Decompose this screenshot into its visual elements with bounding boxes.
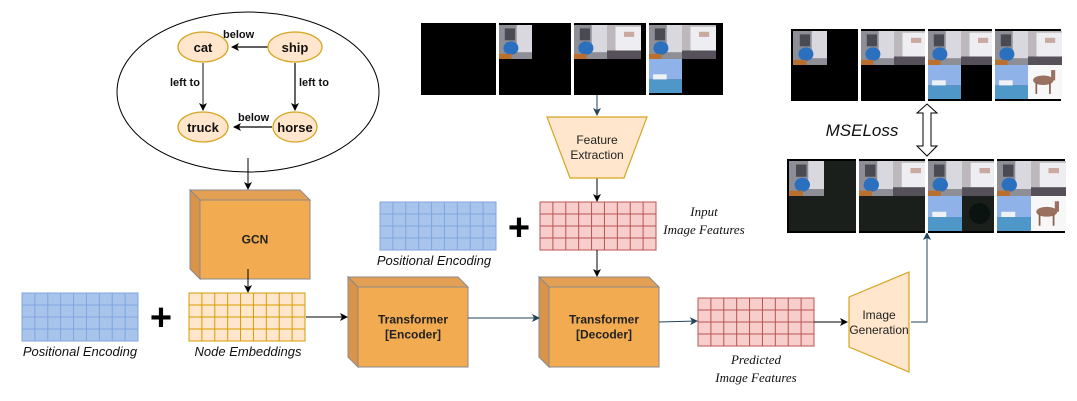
edge-label-ship-cat: below — [223, 29, 255, 41]
tile-person — [927, 31, 961, 65]
tile-truck — [607, 25, 641, 59]
target-image-sequence-frame-2 — [860, 31, 928, 99]
node-cat-label: cat — [194, 40, 213, 55]
tile-person — [927, 161, 962, 196]
node-cat: cat — [177, 31, 229, 63]
transformer-decoder-block: Transformer[Decoder] — [537, 275, 661, 369]
tile-person — [793, 31, 827, 65]
feature-extraction-label-line1: Feature — [576, 133, 618, 147]
input-image-sequence-frame-1 — [423, 25, 496, 93]
transformer-decoder-block-label-2: [Decoder] — [576, 328, 632, 342]
tile-ship — [648, 59, 682, 93]
target-image-sequence-separator — [858, 29, 861, 101]
tile-ship — [994, 65, 1028, 99]
predicted-image-features-grid — [697, 297, 815, 347]
node-truck-label: truck — [187, 120, 220, 135]
arrow-decoder-to-predicted-features — [658, 317, 698, 326]
image-generation-block: Image Generation — [848, 271, 910, 373]
tile-person — [858, 161, 893, 196]
input-image-sequence — [421, 23, 723, 95]
transformer-encoder-block-label-1: Transformer — [378, 313, 448, 327]
target-image-sequence — [791, 29, 1062, 101]
tile-person — [789, 161, 824, 196]
input-image-features-grid — [539, 201, 657, 251]
transformer-encoder-block: Transformer[Encoder] — [346, 275, 470, 369]
generated-image-sequence-frame-3 — [927, 161, 997, 231]
image-generation-label-line2: Generation — [849, 323, 908, 337]
input-image-sequence-frame-3 — [573, 25, 646, 93]
target-image-sequence-frame-1 — [793, 31, 858, 99]
node-horse: horse — [272, 111, 318, 143]
gcn-block: GCN — [188, 188, 312, 281]
generated-image-sequence-frame-2 — [858, 161, 928, 231]
edge-label-horse-truck: below — [238, 112, 270, 124]
tile-person — [994, 31, 1028, 65]
positional-encoding-mid-label: Positional Encoding — [377, 253, 492, 268]
tile-truck — [894, 31, 928, 65]
gcn-block-label-1: GCN — [242, 233, 269, 247]
tile-person — [648, 25, 682, 59]
input-image-sequence-frame-4 — [648, 25, 721, 93]
plus-sign-mid: + — [508, 207, 530, 249]
generated-image-sequence-frame-1 — [789, 161, 856, 231]
feature-extraction-label-line2: Extraction — [570, 148, 623, 162]
predicted-features-label-line2: Image Features — [714, 370, 796, 385]
tile-person — [860, 31, 894, 65]
input-features-label-line2: Image Features — [662, 222, 744, 237]
target-image-sequence-separator — [925, 29, 928, 101]
tile-truck — [961, 31, 995, 65]
tile-horse — [1031, 196, 1066, 231]
node-ship-label: ship — [282, 40, 309, 55]
feature-extraction-block: Feature Extraction — [546, 116, 648, 179]
positional-encoding-mid-grid — [379, 201, 497, 251]
image-generation-label-line1: Image — [862, 308, 896, 322]
tile-horse — [1028, 65, 1062, 99]
generated-image-sequence-separator — [994, 159, 997, 233]
node-ship: ship — [267, 31, 323, 63]
tile-person — [573, 25, 607, 59]
predicted-features-label-line1: Predicted — [730, 352, 782, 367]
positional-encoding-left-label: Positional Encoding — [23, 344, 138, 359]
generated-image-sequence-frame-4 — [996, 161, 1066, 231]
positional-encoding-left-grid — [21, 292, 139, 342]
transformer-decoder-block-label-1: Transformer — [569, 313, 639, 327]
target-image-sequence-separator — [992, 29, 995, 101]
node-embeddings-label: Node Embeddings — [195, 344, 302, 359]
input-image-sequence-frame-2 — [498, 25, 571, 93]
plus-sign-left: + — [150, 297, 172, 339]
input-image-sequence-separator — [646, 23, 649, 95]
input-features-label-line1: Input — [689, 204, 718, 219]
scene-graph: below left to left to below cat ship tru… — [116, 11, 380, 173]
target-image-sequence-frame-3 — [927, 31, 995, 99]
tile-ship — [927, 196, 962, 231]
tile-person — [498, 25, 532, 59]
target-image-sequence-frame-4 — [994, 31, 1062, 99]
tile-truck — [1028, 31, 1062, 65]
tile-person — [996, 161, 1031, 196]
node-horse-label: horse — [277, 120, 312, 135]
arrow-image-generation-to-output — [911, 232, 931, 323]
mse-loss-label: MSELoss — [826, 121, 899, 140]
node-truck: truck — [177, 111, 229, 143]
tile-truck — [962, 161, 997, 196]
tile-truck — [1031, 161, 1066, 196]
generated-image-sequence — [787, 159, 1066, 233]
mse-loss-double-arrow-icon — [915, 103, 939, 157]
tile-truck — [893, 161, 928, 196]
transformer-encoder-block-label-2: [Encoder] — [385, 328, 441, 342]
generated-image-sequence-separator — [925, 159, 928, 233]
input-image-sequence-separator — [496, 23, 499, 95]
tile-ship — [927, 65, 961, 99]
generated-image-sequence-separator — [856, 159, 859, 233]
tile-truck — [682, 25, 716, 59]
node-embeddings-grid — [188, 292, 306, 342]
input-image-sequence-separator — [571, 23, 574, 95]
edge-label-cat-truck: left to — [170, 77, 200, 89]
edge-label-ship-horse: left to — [299, 77, 329, 89]
tile-ship — [996, 196, 1031, 231]
